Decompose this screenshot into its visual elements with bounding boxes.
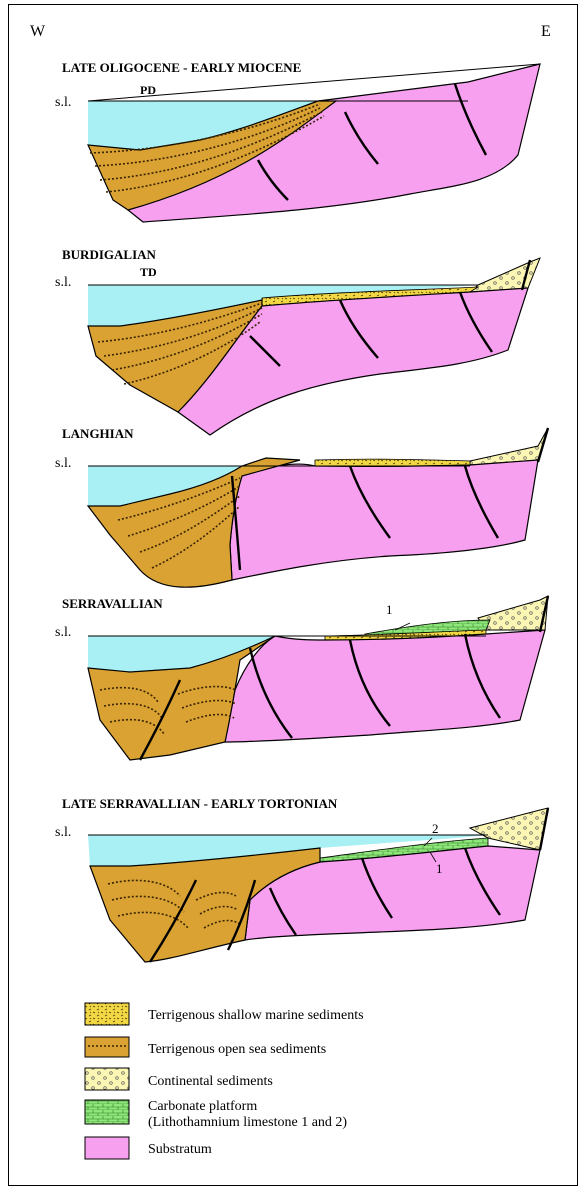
legend-swatch [85, 1068, 129, 1090]
legend-item-shallow-marine: Terrigenous shallow marine sediments [85, 1003, 364, 1025]
continental-sediments [478, 596, 548, 630]
marker-label: 1 [436, 861, 443, 876]
legend-label: Carbonate platform [148, 1099, 257, 1114]
panel-serravallian: SERRAVALLIAN s.l. 1 [55, 596, 548, 760]
legend-label: Terrigenous shallow marine sediments [148, 1008, 364, 1023]
legend-item-continental: Continental sediments [85, 1068, 273, 1090]
east-label: E [541, 23, 551, 40]
sea-level-label: s.l. [55, 275, 71, 290]
legend-label: Continental sediments [148, 1074, 273, 1089]
legend-swatch [85, 1100, 129, 1124]
legend-swatch [85, 1003, 129, 1025]
panel-title: LANGHIAN [62, 426, 134, 441]
legend-swatch [85, 1137, 129, 1159]
legend-item-substratum: Substratum [85, 1137, 212, 1159]
legend-swatch [85, 1037, 129, 1057]
sea-level-label: s.l. [55, 95, 71, 110]
panel-langhian: LANGHIAN s.l. [55, 426, 548, 587]
sea-level-label: s.l. [55, 625, 71, 640]
panel-title: LATE SERRAVALLIAN - EARLY TORTONIAN [62, 796, 338, 811]
panel-burdigalian: BURDIGALIAN s.l. TD [55, 247, 540, 435]
legend-item-open-sea: Terrigenous open sea sediments [85, 1037, 326, 1057]
substratum [230, 460, 538, 580]
sea-level-label: s.l. [55, 825, 71, 840]
marker-label: 2 [432, 821, 439, 836]
panel-tag: TD [140, 265, 157, 279]
legend-label: Substratum [148, 1142, 212, 1157]
panel-title: SERRAVALLIAN [62, 596, 163, 611]
substratum [225, 630, 545, 742]
legend-label: Terrigenous open sea sediments [148, 1042, 326, 1057]
legend-item-carbonate: Carbonate platform (Lithothamnium limest… [85, 1099, 347, 1130]
legend: Terrigenous shallow marine sediments Ter… [85, 1003, 364, 1159]
panel-title: LATE OLIGOCENE - EARLY MIOCENE [62, 60, 301, 75]
panel-title: BURDIGALIAN [62, 247, 157, 262]
panel-tag: PD [140, 83, 156, 97]
sea-level-label: s.l. [55, 456, 71, 471]
continental-sediments [470, 428, 548, 465]
marker-label: 1 [386, 602, 393, 617]
legend-label-line2: (Lithothamnium limestone 1 and 2) [148, 1115, 347, 1130]
panel-late-oligocene-early-miocene: LATE OLIGOCENE - EARLY MIOCENE s.l. PD [55, 60, 540, 222]
panel-late-serravallian-early-tortonian: LATE SERRAVALLIAN - EARLY TORTONIAN s.l.… [55, 796, 548, 962]
west-label: W [30, 23, 46, 40]
